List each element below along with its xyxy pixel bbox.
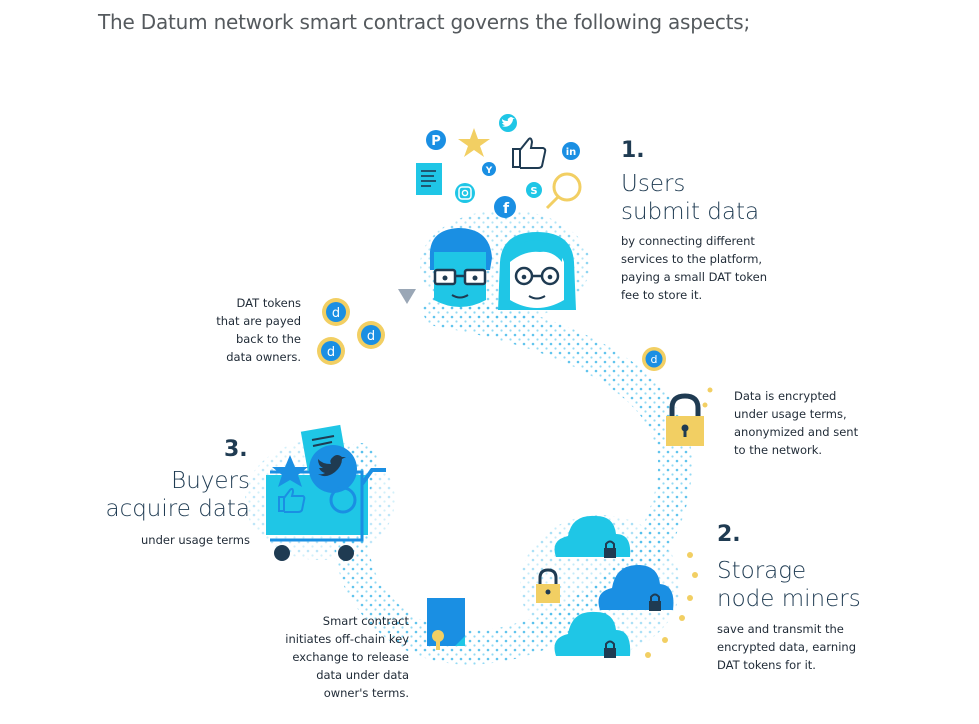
tokens-note: DAT tokens that are payed back to the da…: [216, 294, 301, 366]
svg-text:in: in: [566, 147, 577, 158]
dat-token-icon: d: [642, 347, 666, 371]
step-2-title-line: Storage: [717, 558, 807, 584]
padlock-icon: [536, 568, 560, 603]
svg-text:S: S: [530, 186, 537, 197]
male-user-avatar: [429, 228, 492, 307]
cloud-storage-icon: [598, 564, 674, 611]
step-3-title-line: acquire data: [105, 496, 250, 522]
facebook-icon: f: [494, 196, 516, 218]
step-2-description: save and transmit the encrypted data, ea…: [717, 620, 856, 674]
step-2-title: Storage node miners: [717, 557, 861, 613]
dat-token-icon: d: [317, 337, 345, 365]
gold-dots: [645, 387, 713, 658]
svg-text:d: d: [367, 329, 375, 344]
encryption-note-line: under usage terms,: [734, 407, 847, 421]
encryption-note-line: anonymized and sent: [734, 425, 859, 439]
smart-contract-note-line: Smart contract: [322, 614, 409, 628]
smart-contract-note-line: owner's terms.: [323, 686, 409, 700]
page-heading: The Datum network smart contract governs…: [98, 10, 751, 34]
svg-text:d: d: [651, 353, 658, 366]
pinterest-icon: P: [426, 130, 446, 150]
instagram-icon: [455, 183, 475, 203]
tokens-note-line: data owners.: [226, 350, 301, 364]
thumbs-up-icon: [512, 137, 547, 169]
twitter-icon: [499, 114, 517, 132]
female-user-avatar: [498, 232, 576, 310]
skype-icon: S: [526, 182, 542, 198]
step-1-desc-line: by connecting different: [621, 234, 755, 248]
flow-arrow-icon: [398, 289, 416, 304]
step-3-title: Buyers acquire data: [105, 467, 250, 523]
encryption-note-line: Data is encrypted: [734, 389, 837, 403]
smart-contract-icon: [427, 598, 465, 650]
yelp-icon: Y: [482, 162, 496, 176]
step-1-desc-line: services to the platform,: [621, 252, 763, 266]
step-2-desc-line: encrypted data, earning: [717, 640, 856, 654]
encryption-note-line: to the network.: [734, 443, 823, 457]
svg-text:Y: Y: [485, 166, 493, 176]
step-3-title-line: Buyers: [171, 468, 250, 494]
step-2-desc-line: DAT tokens for it.: [717, 658, 816, 672]
dat-token-icon: d: [322, 298, 350, 326]
svg-text:d: d: [332, 306, 340, 321]
step-1-title-line: Users: [621, 171, 686, 197]
shopping-cart-icon: [266, 424, 386, 561]
step-1-title: Users submit data: [621, 170, 759, 226]
step-1-title-line: submit data: [621, 199, 760, 225]
step-2-desc-line: save and transmit the: [717, 622, 844, 636]
step-1-desc-line: fee to store it.: [621, 288, 703, 302]
magnifier-icon: [545, 172, 582, 210]
star-icon: [458, 128, 490, 157]
cloud-storage-icon: [554, 515, 631, 558]
step-1-number: 1.: [621, 138, 645, 163]
linkedin-icon: in: [562, 142, 580, 160]
step-2-title-line: node miners: [717, 586, 861, 612]
smart-contract-note-line: exchange to release: [292, 650, 409, 664]
step-3-desc-line: under usage terms: [141, 533, 250, 547]
document-icon: [416, 163, 442, 195]
step-1-description: by connecting different services to the …: [621, 232, 767, 304]
tokens-note-line: back to the: [235, 332, 301, 346]
tokens-note-line: DAT tokens: [236, 296, 301, 310]
smart-contract-note-line: data under data: [316, 668, 409, 682]
dat-token-icon: d: [357, 321, 385, 349]
padlock-icon: [666, 393, 704, 446]
step-3-number: 3.: [224, 437, 248, 462]
svg-text:P: P: [431, 134, 441, 149]
step-2-number: 2.: [717, 522, 741, 547]
tokens-note-line: that are payed: [216, 314, 301, 328]
encryption-note: Data is encrypted under usage terms, ano…: [734, 387, 858, 459]
step-3-description: under usage terms: [141, 531, 250, 549]
smart-contract-note: Smart contract initiates off-chain key e…: [285, 612, 409, 702]
step-1-desc-line: paying a small DAT token: [621, 270, 768, 284]
cloud-storage-icon: [554, 611, 631, 658]
smart-contract-note-line: initiates off-chain key: [285, 632, 409, 646]
svg-text:f: f: [503, 201, 510, 217]
svg-text:d: d: [327, 345, 335, 360]
